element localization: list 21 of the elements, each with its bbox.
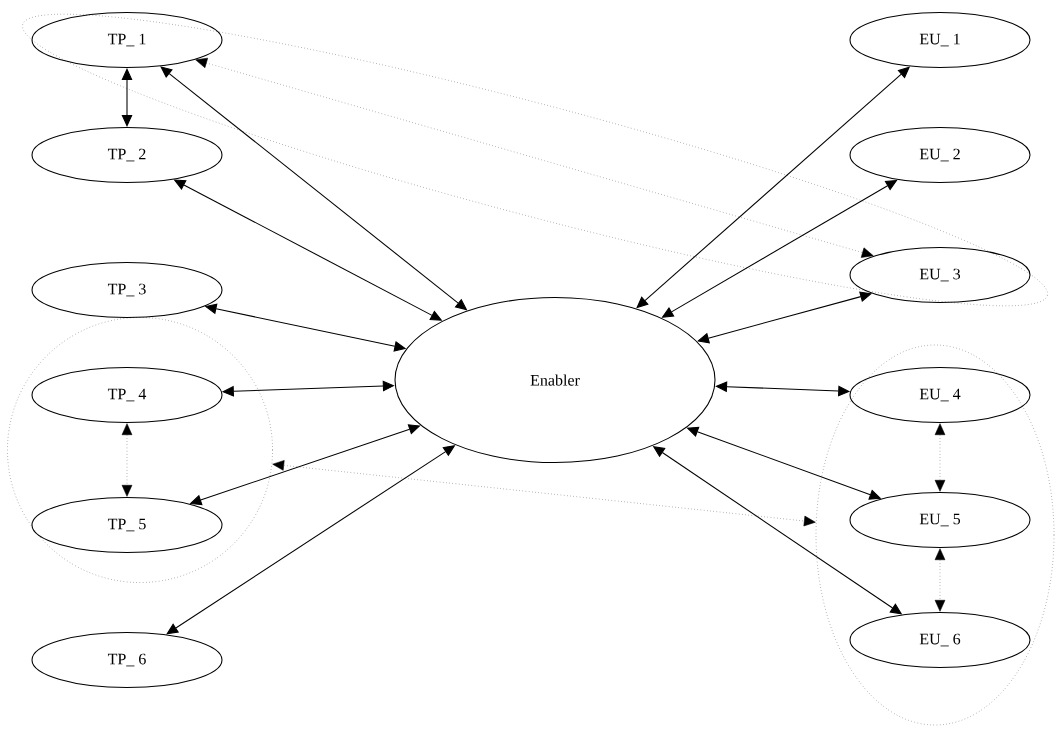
ellipse-node: TP_ 5 bbox=[31, 497, 223, 553]
arrow bbox=[272, 460, 816, 527]
arrow bbox=[934, 548, 946, 612]
ellipse-node: TP_ 3 bbox=[31, 262, 223, 318]
arrow bbox=[121, 423, 133, 497]
group-ellipse bbox=[7, 317, 273, 583]
ellipse-node: TP_ 2 bbox=[31, 127, 223, 183]
ellipse-node: TP_ 1 bbox=[31, 12, 223, 68]
ellipse-node: EU_ 6 bbox=[849, 612, 1031, 668]
ellipse-node: TP_ 4 bbox=[31, 367, 223, 423]
group-ellipse bbox=[815, 344, 1055, 726]
ellipse-node: EU_ 1 bbox=[849, 12, 1031, 68]
ellipse-node: Enabler bbox=[394, 296, 716, 464]
ellipse-node: TP_ 6 bbox=[31, 632, 223, 688]
arrow bbox=[934, 423, 946, 492]
arrow bbox=[121, 68, 133, 127]
ellipse-node: EU_ 3 bbox=[849, 247, 1031, 303]
ellipse-node: EU_ 4 bbox=[849, 367, 1031, 423]
ellipse-node: EU_ 2 bbox=[849, 127, 1031, 183]
arrow bbox=[195, 57, 874, 258]
ellipse-node: EU_ 5 bbox=[849, 492, 1031, 548]
